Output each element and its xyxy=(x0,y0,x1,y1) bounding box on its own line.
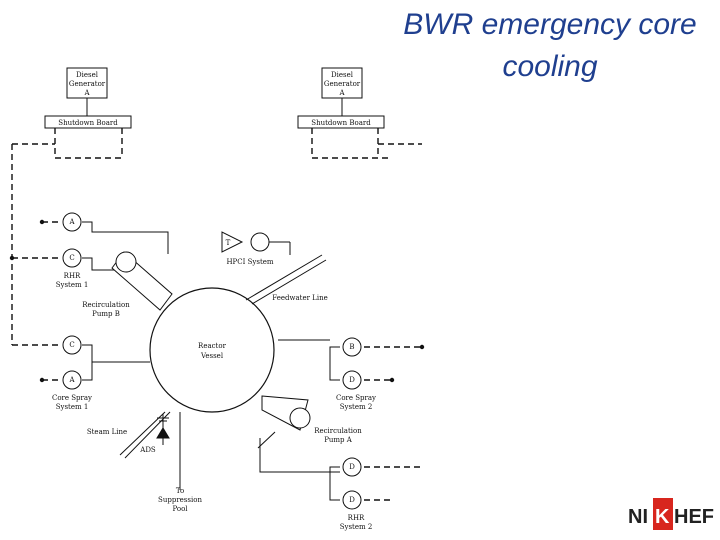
nikhef-logo: NI K HEF xyxy=(624,492,718,536)
suppression-l1: To xyxy=(176,487,184,495)
shutdown-board-left xyxy=(44,115,132,129)
pump-rhr1-a-letter: A xyxy=(68,218,75,226)
shutdown-board-right xyxy=(297,115,385,129)
diesel-left-l1: Diesel xyxy=(76,71,99,79)
recirc-a-label-l2: Pump A xyxy=(324,436,353,444)
shutdown-board-left-label: Shutdown Board xyxy=(58,119,118,127)
diesel-left-l2: Generator xyxy=(69,80,106,88)
pump-rhr2-d1-letter: D xyxy=(349,463,355,471)
ads-valve xyxy=(156,427,170,439)
pump-cs1-c-letter: C xyxy=(69,341,74,349)
diesel-right-l1: Diesel xyxy=(331,71,354,79)
pump-rhr2-d2 xyxy=(342,490,362,510)
rhr1-label-l1: RHR xyxy=(64,272,81,280)
ads-label: ADS xyxy=(139,446,156,454)
pump-rhr1-c xyxy=(62,248,82,268)
slide-title: BWR emergency core cooling xyxy=(380,4,720,88)
pump-cs1-a xyxy=(62,370,82,390)
title-line-1: BWR emergency core xyxy=(403,8,697,41)
svg-text:K: K xyxy=(655,506,670,528)
pump-cs2-b xyxy=(342,337,362,357)
pump-cs2-b-letter: B xyxy=(349,343,354,351)
diesel-left-l3: A xyxy=(83,89,90,97)
cs2-label-l1: Core Spray xyxy=(336,394,376,402)
cs2-label-l2: System 2 xyxy=(340,403,373,411)
cs1-label-l2: System 1 xyxy=(56,403,89,411)
recirc-b-label-l2: Pump B xyxy=(92,310,120,318)
pump-rhr1-a xyxy=(62,212,82,232)
svg-text:HEF: HEF xyxy=(674,506,714,528)
suppression-l3: Pool xyxy=(172,505,188,513)
cs1-label-l1: Core Spray xyxy=(52,394,92,402)
pump-cs1-c xyxy=(62,335,82,355)
diesel-right-l3: A xyxy=(338,89,345,97)
svg-text:NI: NI xyxy=(628,506,648,528)
recirc-a-label-l1: Recirculation xyxy=(314,427,362,435)
diesel-right-l2: Generator xyxy=(324,80,361,88)
pump-cs2-d-letter: D xyxy=(349,376,355,384)
recirc-b-label-l1: Recirculation xyxy=(82,301,130,309)
pump-cs1-a-letter: A xyxy=(68,376,75,384)
feedwater-label: Feedwater Line xyxy=(272,294,327,302)
rhr2-label-l2: System 2 xyxy=(340,523,373,531)
reactor-label-l2: Vessel xyxy=(200,352,224,360)
turbine-letter: T xyxy=(226,239,231,247)
pump-hpci xyxy=(250,232,270,252)
rhr2-label-l1: RHR xyxy=(348,514,365,522)
rhr1-label-l2: System 1 xyxy=(56,281,89,289)
reactor-label-l1: Reactor xyxy=(198,342,227,350)
diesel-generator-right xyxy=(321,67,363,99)
pump-rhr1-c-letter: C xyxy=(69,254,74,262)
pump-rhr2-d1 xyxy=(342,457,362,477)
suppression-l2: Suppression xyxy=(158,496,202,504)
reactor-vessel xyxy=(149,287,275,413)
hpci-label: HPCI System xyxy=(226,258,273,266)
steam-line-label: Steam Line xyxy=(87,428,127,436)
shutdown-board-right-label: Shutdown Board xyxy=(311,119,371,127)
hpci-turbine xyxy=(221,231,244,253)
pump-cs2-d xyxy=(342,370,362,390)
pump-rhr2-d2-letter: D xyxy=(349,496,355,504)
title-line-2: cooling xyxy=(502,50,598,83)
